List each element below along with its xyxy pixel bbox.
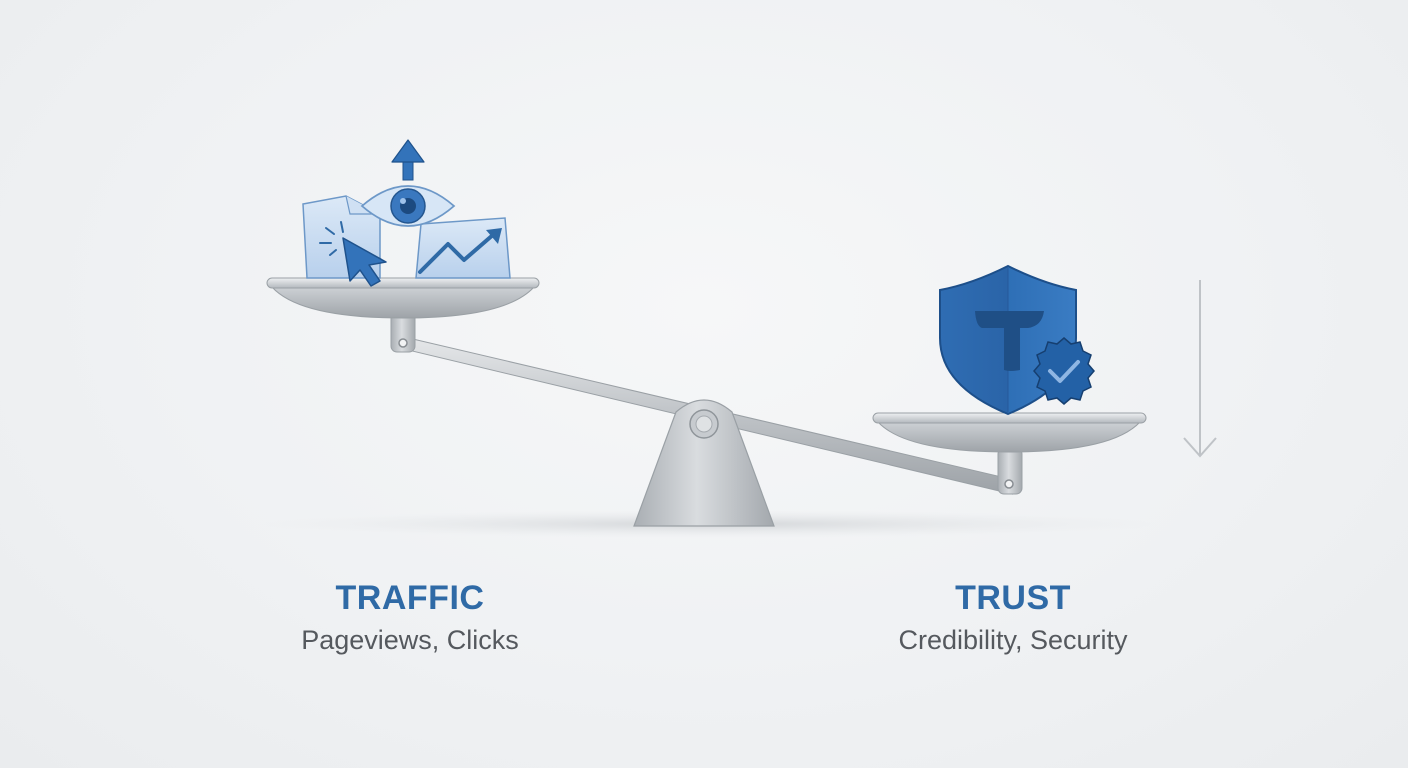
trust-icons [939, 264, 1095, 416]
eye-icon [360, 185, 456, 227]
trend-chart-icon [415, 217, 511, 279]
right-pan-hanger [997, 447, 1023, 495]
traffic-icons [302, 139, 511, 287]
verified-badge-icon [1033, 337, 1095, 405]
trust-subtitle: Credibility, Security [898, 625, 1128, 655]
up-arrow-icon [391, 139, 425, 181]
left-pan-hanger [390, 311, 416, 353]
traffic-title: TRAFFIC [335, 579, 485, 617]
left-pan [266, 277, 540, 319]
traffic-subtitle: Pageviews, Clicks [301, 625, 519, 655]
trust-label-group: TRUST Credibility, Security [843, 578, 1183, 660]
trust-title: TRUST [955, 579, 1071, 617]
down-arrow-icon [1183, 280, 1217, 458]
right-pan [872, 412, 1147, 453]
traffic-label-group: TRAFFIC Pageviews, Clicks [240, 578, 580, 660]
scale-fulcrum [633, 399, 775, 527]
